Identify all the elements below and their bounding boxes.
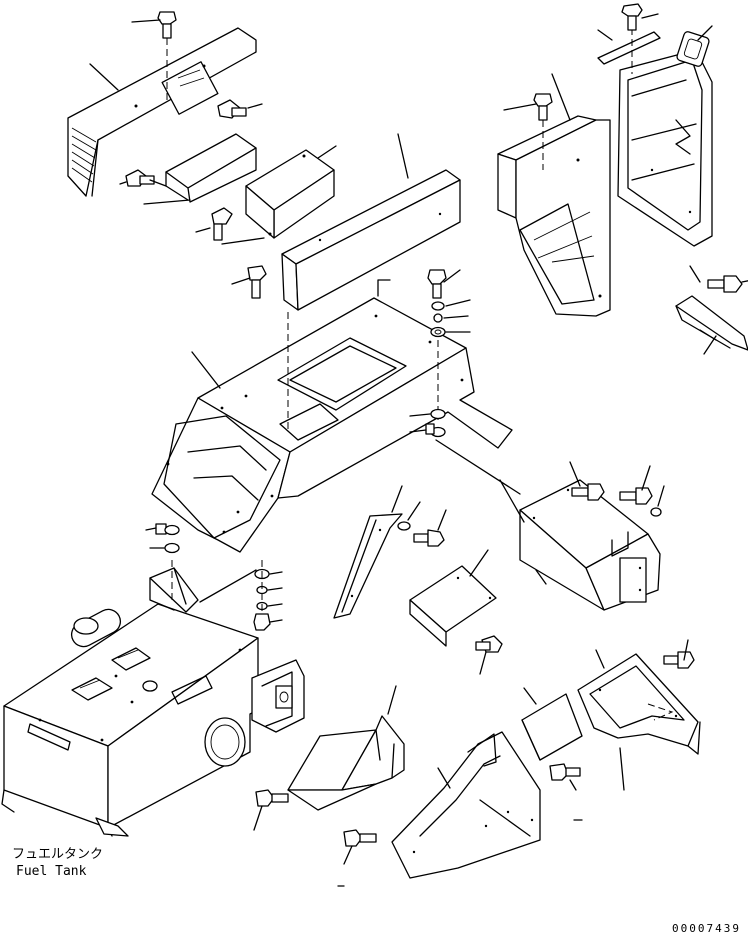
bolt-7	[621, 3, 643, 31]
side-panel	[597, 28, 713, 247]
bolt-3	[125, 169, 155, 187]
lower-right-guard	[577, 653, 701, 755]
tank-mount-bracket	[251, 659, 305, 733]
washer-right	[650, 507, 662, 517]
floor-plate	[409, 565, 497, 647]
duct-box	[245, 149, 335, 239]
bolt-4	[211, 207, 233, 241]
support-bracket	[519, 479, 661, 611]
washer-stack-upper	[430, 301, 446, 338]
washer-set-left	[155, 523, 180, 554]
bolt-13	[619, 487, 653, 505]
bolt-11	[475, 635, 503, 653]
bolt-1	[157, 11, 177, 104]
rear-guard-frame	[497, 115, 611, 317]
front-left-cover	[67, 27, 257, 197]
floor-pan	[391, 731, 541, 879]
fuel-tank	[1, 567, 259, 837]
small-bracket	[165, 133, 257, 203]
bolt-10	[413, 529, 445, 547]
rubber-grommet	[676, 31, 710, 67]
bolt-14	[255, 789, 289, 807]
fuel-tank-label-en: Fuel Tank	[16, 864, 87, 879]
bolt-17	[549, 763, 581, 781]
bolt-12	[571, 483, 605, 501]
bolt-15	[343, 829, 377, 847]
bolt-5	[247, 265, 267, 299]
cover-plate	[521, 693, 583, 761]
long-plate	[281, 169, 461, 311]
diagonal-strut	[333, 513, 403, 619]
air-duct	[287, 715, 405, 811]
washer-strut	[397, 521, 411, 531]
bolt-8	[707, 275, 743, 293]
washer-set-center	[253, 568, 271, 631]
bolt-2	[217, 99, 247, 119]
bolt-6	[533, 93, 553, 170]
drawing-number: 00007439	[672, 922, 741, 935]
bolt-9	[427, 269, 447, 299]
washer-stack-lower	[425, 408, 446, 438]
bolt-16	[663, 651, 695, 669]
main-frame	[151, 297, 513, 553]
fuel-tank-label-jp: フュエルタンク	[12, 847, 103, 862]
